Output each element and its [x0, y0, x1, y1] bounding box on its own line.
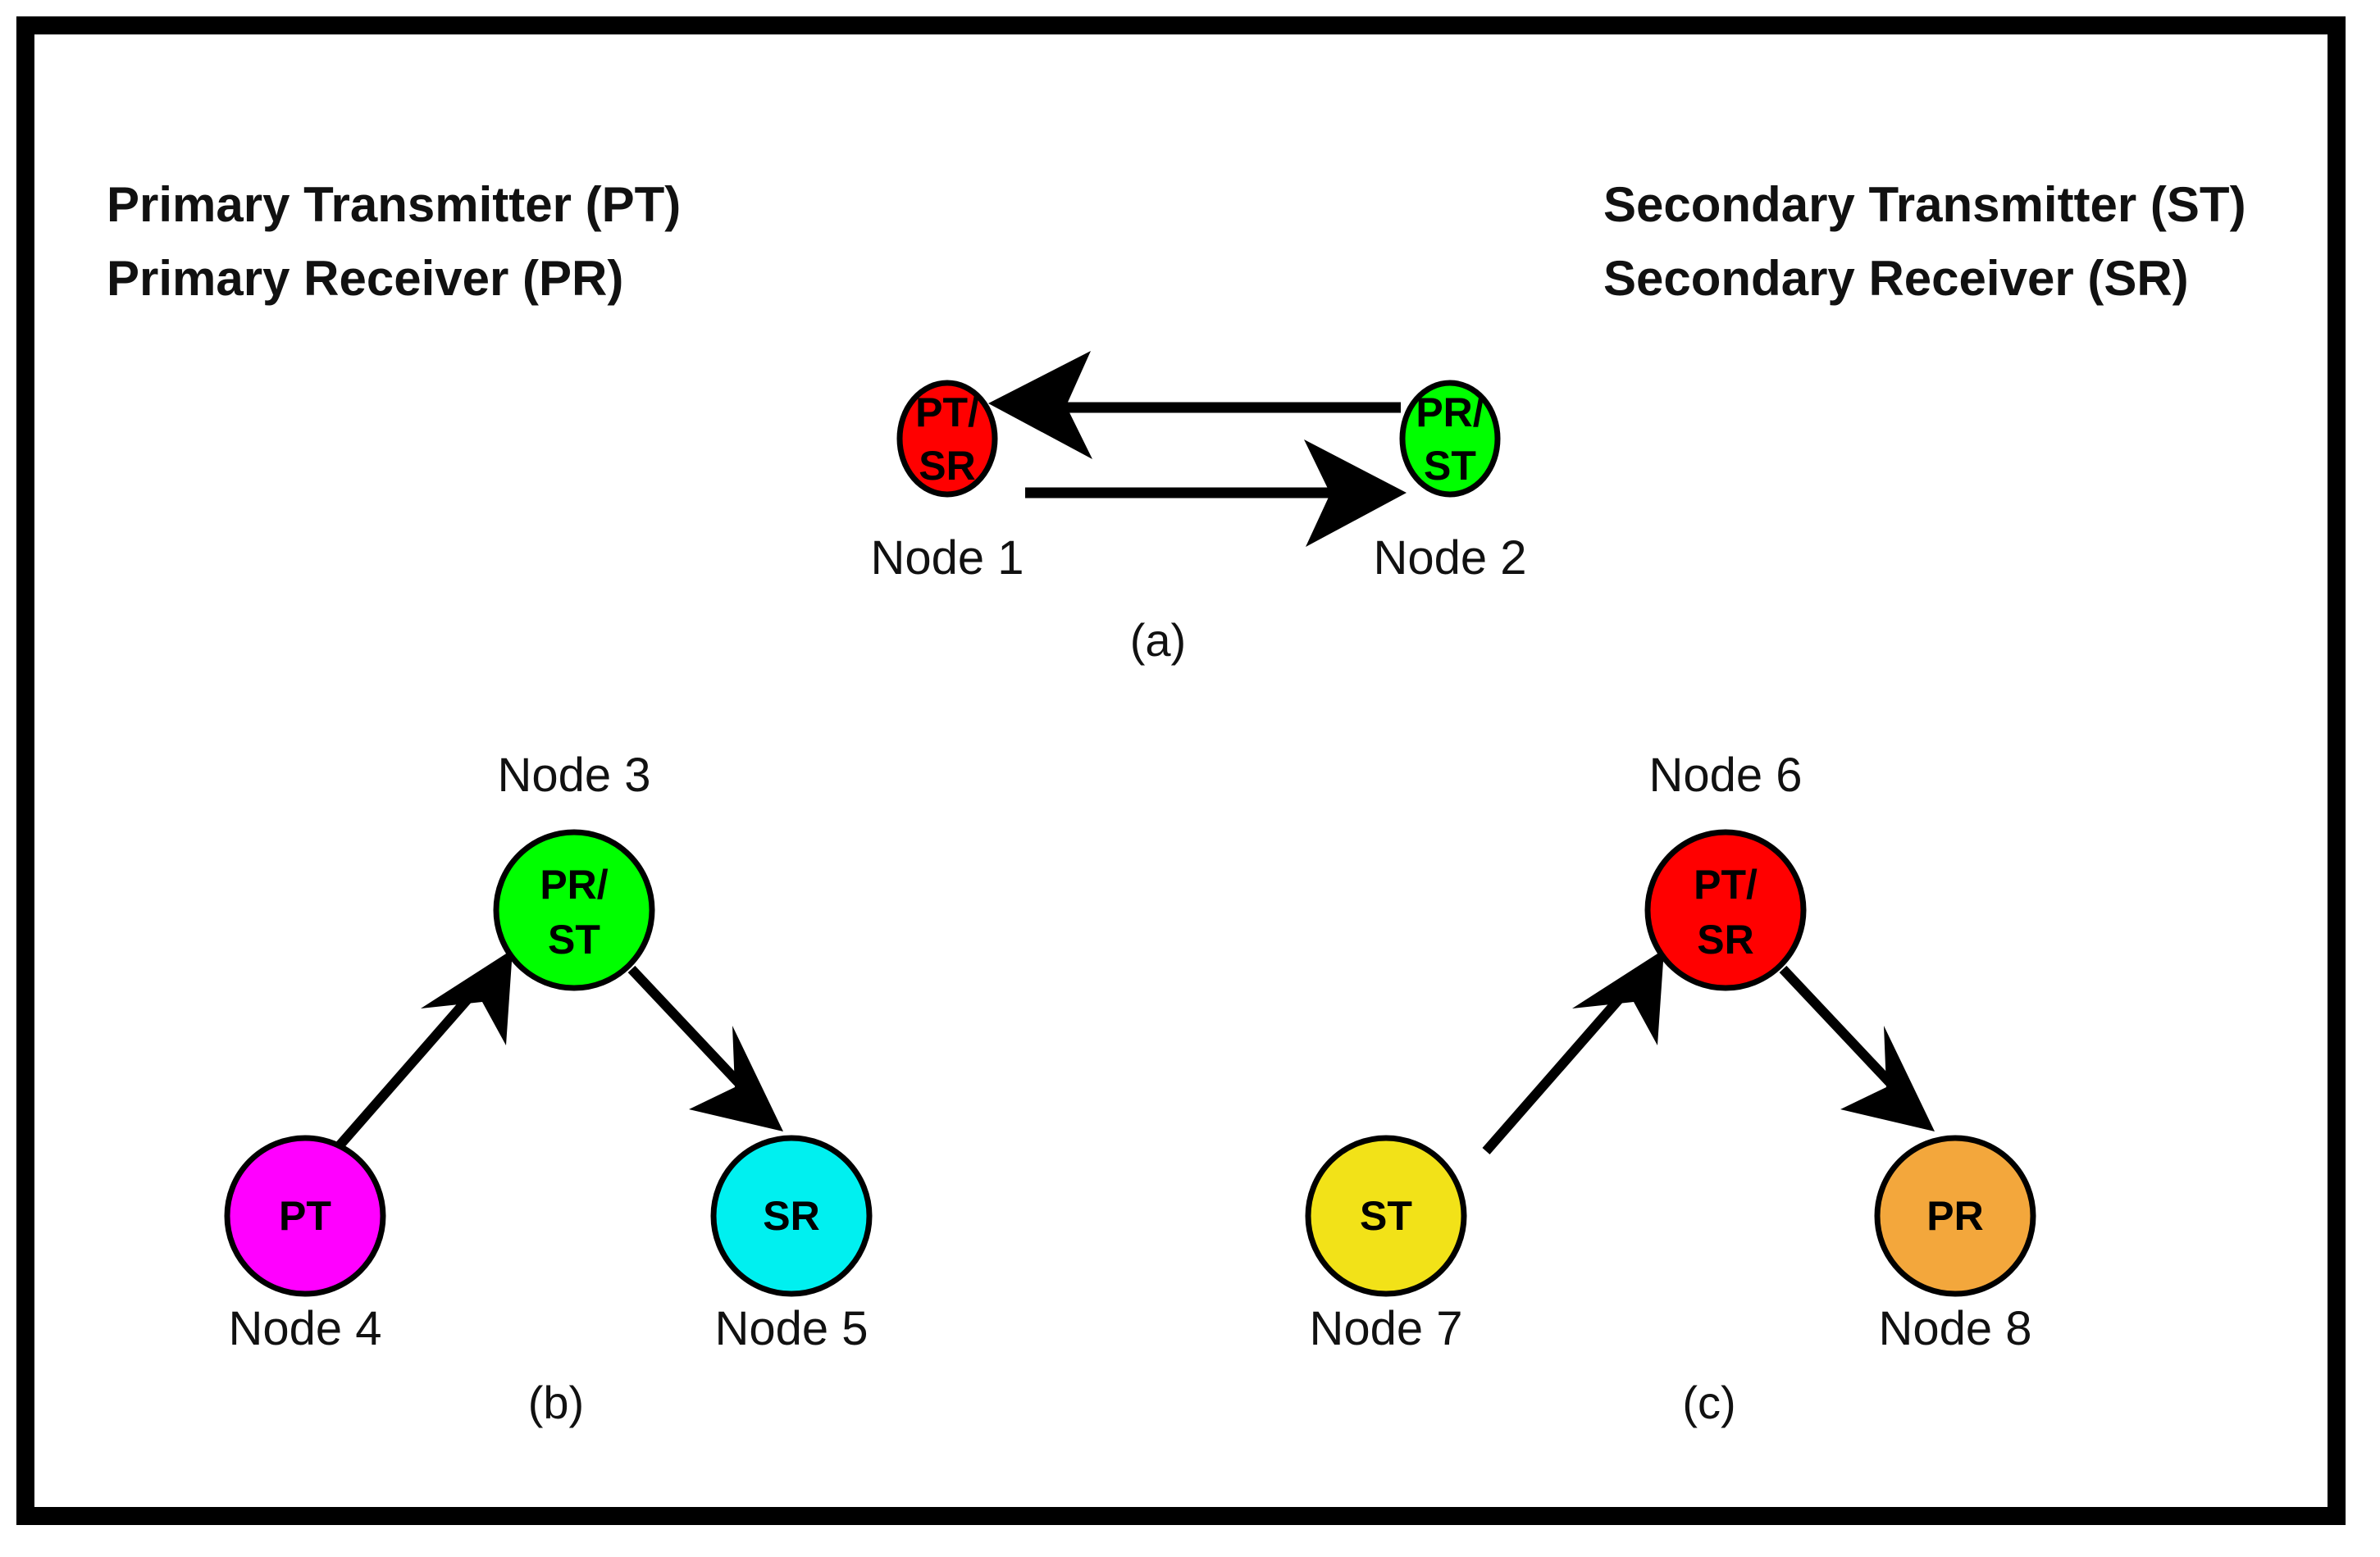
- node4-role: PT: [279, 1193, 331, 1239]
- node3-role-line-1: PR/: [540, 862, 608, 908]
- node2-role-line-2: ST: [1424, 443, 1476, 489]
- arrowhead-right: [1304, 439, 1407, 547]
- panel-a: PT/ SR Node 1 PR/ ST Node 2 (a): [870, 351, 1527, 666]
- node5-role: SR: [763, 1193, 819, 1239]
- arrowhead-to-node3: [421, 949, 513, 1045]
- panel-a-label: (a): [1130, 614, 1186, 666]
- node8-shape[interactable]: [1874, 1135, 2036, 1297]
- node-node3[interactable]: Node 3 PR/ ST: [493, 749, 655, 991]
- legend-left-line-1: Primary Transmitter (PT): [107, 177, 681, 232]
- node5-shape[interactable]: [710, 1135, 873, 1297]
- legend-right: Secondary Transmitter (ST) Secondary Rec…: [1603, 177, 2246, 306]
- node4-shape[interactable]: [224, 1135, 386, 1297]
- node1-shape[interactable]: [896, 380, 998, 498]
- legend-left-line-2: Primary Receiver (PR): [107, 251, 623, 306]
- node4-label: Node 4: [228, 1302, 381, 1355]
- node7-role: ST: [1360, 1193, 1412, 1239]
- node1-label: Node 1: [870, 531, 1024, 585]
- node1-role-line-1: PT/: [915, 389, 979, 435]
- node3-shape[interactable]: [493, 829, 655, 991]
- panel-c-label: (c): [1682, 1377, 1735, 1428]
- arrowhead-to-node5: [689, 1026, 783, 1131]
- arrowhead-to-node6: [1572, 949, 1664, 1045]
- node-node7[interactable]: ST Node 7: [1305, 1135, 1467, 1355]
- node8-label: Node 8: [1878, 1302, 2031, 1355]
- legend-right-line-2: Secondary Receiver (SR): [1603, 251, 2189, 306]
- node7-shape[interactable]: [1305, 1135, 1467, 1297]
- node-node6[interactable]: Node 6 PT/ SR: [1644, 749, 1807, 991]
- node6-role-line-2: SR: [1697, 917, 1753, 963]
- edge-node2-to-node1: [988, 351, 1401, 459]
- legend-right-line-1: Secondary Transmitter (ST): [1603, 177, 2246, 232]
- node6-shape[interactable]: [1644, 829, 1807, 991]
- node-node4[interactable]: PT Node 4: [224, 1135, 386, 1355]
- edge-node4-to-node3: [331, 949, 513, 1154]
- node-node5[interactable]: SR Node 5: [710, 1135, 873, 1355]
- edge-node3-to-node5: [627, 965, 783, 1131]
- legend-left: Primary Transmitter (PT) Primary Receive…: [107, 177, 681, 306]
- panel-b-label: (b): [528, 1377, 584, 1428]
- node2-role-line-1: PR/: [1416, 389, 1484, 435]
- node8-role: PR: [1926, 1193, 1983, 1239]
- node6-role-line-1: PT/: [1694, 862, 1758, 908]
- node-node1[interactable]: PT/ SR Node 1: [870, 380, 1024, 585]
- node3-role-line-2: ST: [548, 917, 600, 963]
- panel-c: Node 6 PT/ SR ST Node 7 PR Node 8 (c): [1305, 749, 2036, 1428]
- edge-node7-to-node6: [1482, 949, 1664, 1154]
- node-node2[interactable]: PR/ ST Node 2: [1373, 380, 1527, 585]
- node5-label: Node 5: [714, 1302, 868, 1355]
- node1-role-line-2: SR: [919, 443, 975, 489]
- panel-b: Node 3 PR/ ST PT Node 4 SR Node 5 (b): [224, 749, 873, 1428]
- edge-node1-to-node2: [1025, 439, 1407, 547]
- node3-label: Node 3: [497, 749, 650, 802]
- arrowhead-left: [988, 351, 1092, 459]
- arrowhead-to-node8: [1840, 1026, 1935, 1131]
- node7-label: Node 7: [1309, 1302, 1462, 1355]
- figure-border-frame: [16, 16, 2346, 1525]
- edge-node6-to-node8: [1779, 965, 1935, 1131]
- node-node8[interactable]: PR Node 8: [1874, 1135, 2036, 1355]
- node2-label: Node 2: [1373, 531, 1526, 585]
- node6-label: Node 6: [1648, 749, 1802, 802]
- node2-shape[interactable]: [1399, 380, 1501, 498]
